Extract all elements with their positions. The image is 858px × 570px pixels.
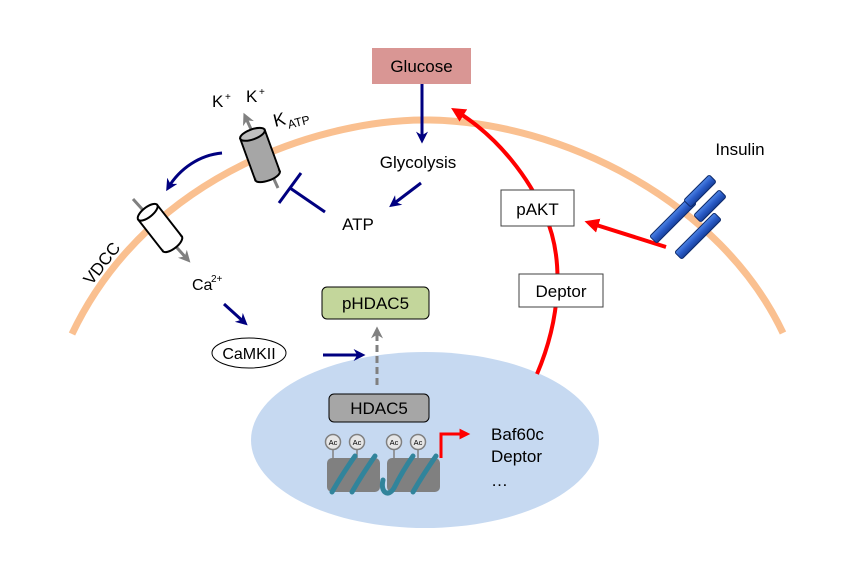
glucose-label: Glucose	[390, 57, 452, 76]
dna-strand	[329, 453, 439, 496]
glucose-node: Glucose	[372, 48, 471, 84]
deptor-node: Deptor	[518, 273, 604, 308]
k-ion-2-charge: +	[259, 87, 265, 98]
atp-label: ATP	[342, 215, 374, 234]
glycolysis-label: Glycolysis	[380, 153, 457, 172]
katp-label-sub: ATP	[286, 113, 311, 132]
pakt-node: pAKT	[500, 189, 575, 227]
gene-baf60c: Baf60c	[491, 425, 544, 444]
vdcc-channel-icon	[136, 202, 184, 254]
insulin-label: Insulin	[715, 140, 764, 159]
arrow-glycolysis-to-atp	[389, 181, 422, 208]
katp-label: K ATP	[271, 109, 311, 132]
k-ion-labels: K + K +	[212, 87, 265, 111]
gene-deptor: Deptor	[491, 447, 542, 466]
target-gene-list: Baf60c Deptor …	[491, 425, 544, 490]
katp-label-main: K	[271, 109, 287, 131]
calcium-label: Ca 2+	[192, 274, 223, 294]
arrow-deptor-pakt-to-glucose	[451, 107, 560, 375]
cell-membrane	[68, 116, 787, 336]
phdac5-label: pHDAC5	[342, 294, 409, 313]
acetyl-label-1: Ac	[329, 438, 338, 447]
phdac5-node: pHDAC5	[321, 286, 430, 320]
ca-label-charge: 2+	[211, 274, 223, 285]
k-ion-1-charge: +	[225, 92, 231, 103]
acetyl-label-3: Ac	[390, 438, 399, 447]
camkii-label: CaMKII	[222, 346, 275, 363]
hdac5-node: HDAC5	[328, 393, 430, 423]
acetyl-tags	[324, 433, 427, 458]
hdac5-label: HDAC5	[350, 399, 408, 418]
pakt-label: pAKT	[516, 200, 559, 219]
arrow-depolarization-to-vdcc	[166, 151, 223, 192]
camkii-node: CaMKII	[211, 337, 287, 369]
insulin-receptor-icon	[649, 175, 726, 260]
gene-more: …	[491, 471, 508, 490]
acetyl-label-2: Ac	[353, 438, 362, 447]
k-ion-2: K	[246, 87, 258, 106]
inhibition-atp-to-katp	[277, 172, 326, 214]
deptor-box-label: Deptor	[535, 282, 586, 301]
k-ion-1: K	[212, 92, 224, 111]
acetyl-label-4: Ac	[414, 438, 423, 447]
transcription-arrow	[439, 428, 471, 458]
chromatin: Ac Ac Ac Ac	[324, 433, 440, 496]
ca-label-main: Ca	[192, 277, 213, 294]
arrow-ca-to-camkii	[222, 302, 248, 326]
katp-channel-icon	[238, 126, 282, 184]
arrow-insulin-to-pakt	[584, 218, 667, 249]
